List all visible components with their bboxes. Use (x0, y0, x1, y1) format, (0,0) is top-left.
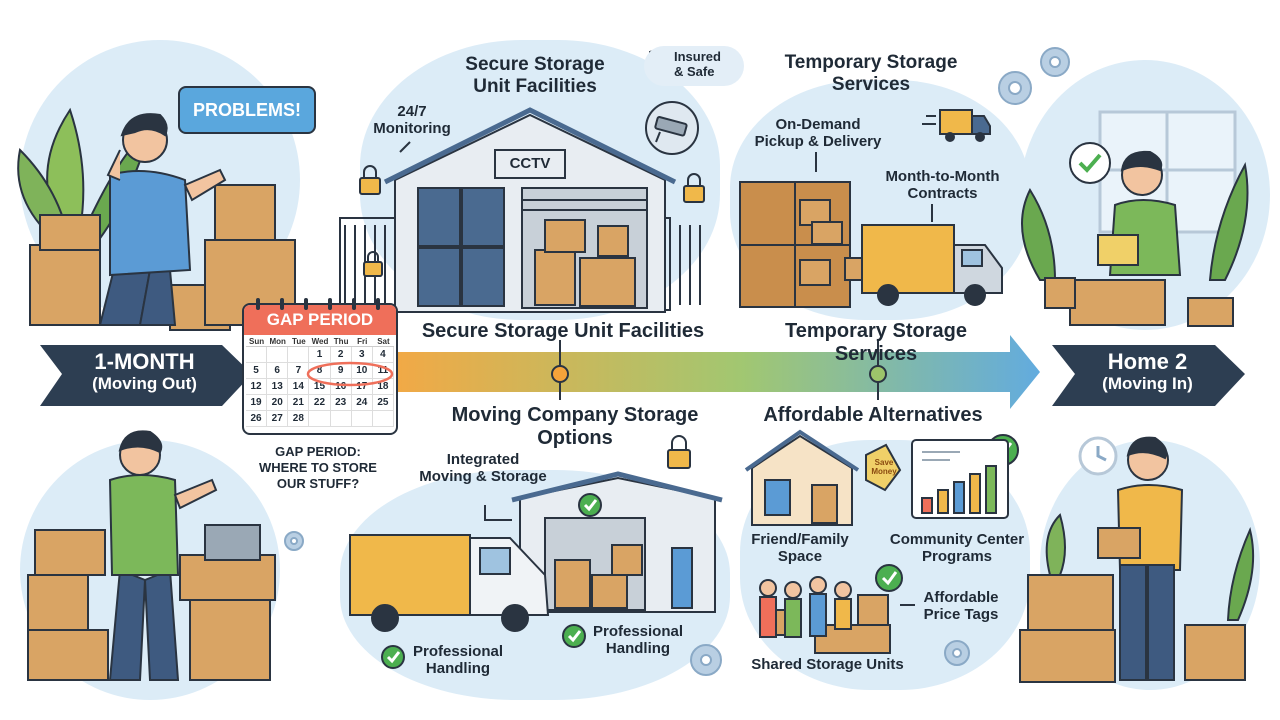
warehouse-moving (511, 471, 723, 613)
secure-title: Secure Storage Unit Facilities (465, 54, 605, 97)
calendar-weekday: Thu (333, 337, 349, 346)
monitoring-label: 24/7 Monitoring (373, 103, 451, 138)
clock-icon (1078, 436, 1118, 476)
calendar-date: 27 (267, 411, 289, 427)
cctv-label: CCTV (509, 155, 551, 172)
price-tag-icon (865, 443, 902, 492)
end-banner: Home 2 (Moving In) (1102, 349, 1193, 394)
calendar-date: 28 (288, 411, 310, 427)
calendar-date: 14 (288, 379, 310, 395)
integrated-label: Integrated Moving & Storage (419, 451, 547, 486)
shared-storage-label: Shared Storage Units (751, 656, 904, 673)
small-truck-icon (922, 109, 991, 142)
calendar-date: 13 (267, 379, 289, 395)
calendar-date (309, 411, 331, 427)
calendar-date: 15 (309, 379, 331, 395)
person-bottom-left (108, 430, 218, 681)
calendar-weekdays: Sun Mon Tue Wed Thu Fri Sat (244, 335, 396, 346)
problems-bubble: PROBLEMS! (178, 86, 316, 134)
timeline-marker-2 (869, 365, 887, 383)
start-banner-shape (40, 345, 252, 406)
contracts-label: Month-to-Month Contracts (885, 168, 1000, 203)
calendar-date (351, 411, 373, 427)
friend-family-house (744, 429, 860, 526)
calendar-date: 5 (246, 363, 268, 379)
calendar-date: 2 (330, 347, 352, 363)
calendar-date: 11 (372, 363, 394, 379)
calendar-date: 9 (330, 363, 352, 379)
calendar-date: 17 (351, 379, 373, 395)
boxes-top-right (1044, 277, 1234, 327)
calendar-date: 1 (309, 347, 331, 363)
calendar-date (267, 347, 289, 363)
calendar-date: 6 (267, 363, 289, 379)
storage-crates (739, 181, 871, 308)
calendar-date: 12 (246, 379, 268, 395)
boxes-bottom-right (1019, 574, 1246, 683)
temporary-title: Temporary Storage Services (784, 52, 958, 95)
calendar-date: 4 (372, 347, 394, 363)
affordable-timeline-label: Affordable Alternatives (763, 404, 983, 426)
gap-caption: GAP PERIOD: WHERE TO STORE OUR STUFF? (259, 444, 377, 491)
calendar-weekday: Tue (292, 337, 306, 346)
calendar-date: 8 (309, 363, 331, 379)
calendar-weekday: Wed (311, 337, 329, 346)
timeline-marker-1 (551, 365, 569, 383)
person-top-right (1097, 150, 1182, 276)
calendar-date (330, 411, 352, 427)
calendar-weekday: Mon (269, 337, 286, 346)
friend-family-label: Friend/Family Space (751, 531, 849, 566)
calendar-date: 21 (288, 395, 310, 411)
calendar-weekday: Fri (357, 337, 368, 346)
insured-label: Insured & Safe (674, 49, 721, 79)
calendar-date: 3 (351, 347, 373, 363)
cctv-camera-icon (645, 101, 699, 155)
price-tag-text: Save Money (871, 458, 897, 477)
shared-storage-group (759, 576, 891, 654)
calendar-date: 7 (288, 363, 310, 379)
person-top-left (98, 113, 227, 326)
calendar-title: GAP PERIOD (244, 305, 396, 335)
delivery-truck-temporary (861, 224, 1003, 306)
calendar-date (246, 347, 268, 363)
calendar-date: 20 (267, 395, 289, 411)
person-bottom-right (1097, 436, 1184, 681)
moving-timeline-label: Moving Company Storage Options (451, 404, 699, 449)
calendar-date: 16 (330, 379, 352, 395)
calendar-weekday: Sun (249, 337, 265, 346)
end-banner-shape (1052, 345, 1245, 406)
check-bubble-icon (1069, 142, 1111, 184)
padlock-icons (359, 165, 705, 469)
temporary-timeline-label: Temporary Storage Services (785, 320, 967, 365)
calendar-date: 22 (309, 395, 331, 411)
calendar-date: 25 (372, 395, 394, 411)
handling-left-label: Professional Handling (412, 643, 504, 678)
gear-icons (284, 47, 1070, 676)
moving-truck (349, 534, 550, 632)
calendar-weekday: Sat (377, 337, 390, 346)
calendar-date: 24 (351, 395, 373, 411)
start-banner: 1-MONTH (Moving Out) (92, 349, 197, 394)
warehouse-secure (339, 107, 701, 313)
calendar-date (372, 411, 394, 427)
community-label: Community Center Programs (889, 531, 1025, 566)
community-chart (911, 439, 1009, 519)
insured-badge (644, 46, 744, 86)
check-circle-icons (381, 434, 1019, 669)
calendar-date: 10 (351, 363, 373, 379)
boxes-bottom-left (27, 524, 276, 681)
calendar-date: 23 (330, 395, 352, 411)
calendar-date: 18 (372, 379, 394, 395)
secure-timeline-label: Secure Storage Unit Facilities (421, 320, 705, 342)
timeline-arrow (380, 335, 1040, 409)
calendar-date: 19 (246, 395, 268, 411)
handling-right-label: Professional Handling (592, 623, 684, 658)
calendar-date: 26 (246, 411, 268, 427)
calendar-date (288, 347, 310, 363)
pickup-label: On-Demand Pickup & Delivery (754, 116, 882, 151)
price-tags-label: Affordable Price Tags (923, 589, 999, 624)
